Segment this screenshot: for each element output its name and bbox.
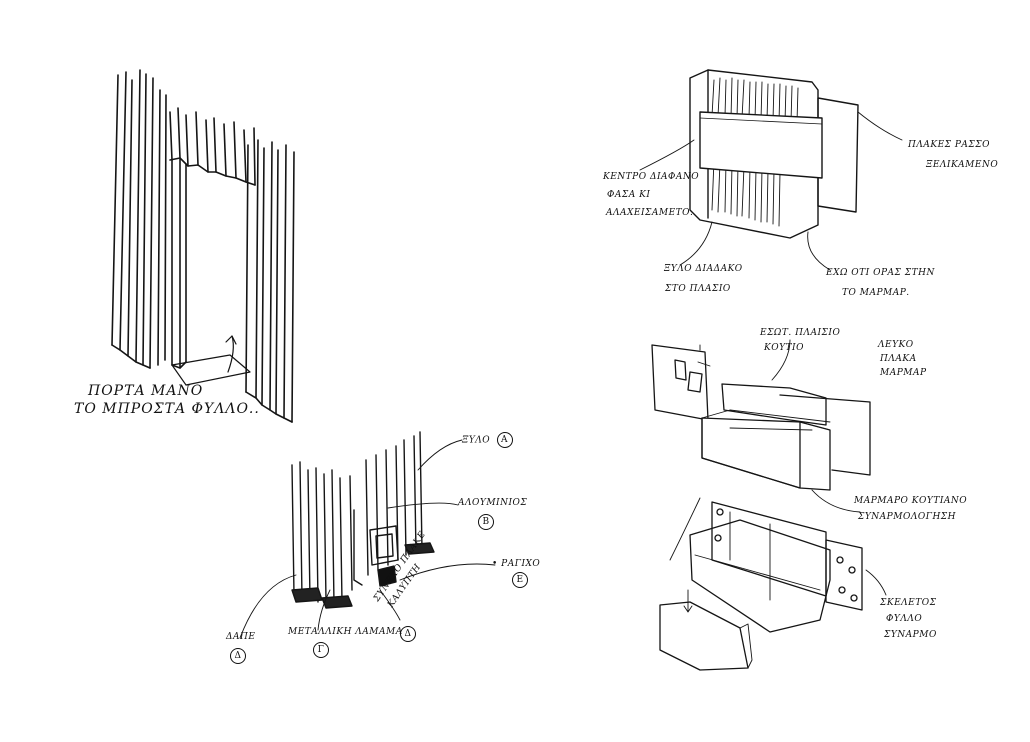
door-caption-line-1: ΠΟΡΤΑ ΜΑΝΟ [88,383,204,399]
label-wood-frame-2: ΣΤΟ ΠΛΑΣΙΟ [665,284,731,294]
label-plate-text: ΜΕΤΑΛΛΙΚΗ ΛΑΜΑΜΑ [288,627,403,637]
label-plates-1: ΠΛΑΚΕΣ ΡΑΣΣΟ [908,140,991,150]
marker-a: A [496,432,513,448]
label-ground: ΔΑΠΕ [226,632,255,644]
marker-d2: Δ [400,626,416,642]
label-white-3: ΜΑΡΜΑΡ [880,368,927,378]
label-plates-2: ΞΕΛΙΚΑΜΕΝΟ [926,160,999,170]
label-plate: ΜΕΤΑΛΛΙΚΗ ΛΑΜΑΜΑ [288,627,403,639]
label-rail-text: • ΡΑΓΙΧΟ [492,559,541,569]
marker-e-wrap: E [512,572,528,588]
label-skeleton-3: ΣΥΝΑΡΜΟ [884,630,937,640]
marker-b: B [478,514,494,530]
marker-d-wrap: Δ [230,648,246,664]
label-box-2: ΣΥΝΑΡΜΟΛΟΓΗΣΗ [858,512,957,522]
label-white-1: ΛΕΥΚΟ [878,340,914,350]
label-wood: ΞΥΛΟ A [462,432,513,448]
label-skeleton-2: ΦΥΛΛΟ [886,614,923,624]
label-white-2: ΠΛΑΚΑ [880,354,917,364]
door-caption-line-2: ΤΟ ΜΠΡΟΣΤΑ ΦΥΛΛΟ.. [74,401,260,417]
block-assembly-sketch [639,69,903,271]
slat-door-sketch [111,69,295,423]
label-core-2: ΦΑΣΑ ΚΙ [607,190,651,200]
label-core-3: ΑΛΑΧΕΙΣΑΜΕΤΟ. [606,208,694,218]
marker-d2-wrap: Δ [400,626,416,642]
label-core-1: ΚΕΝΤΡΟ ΔΙΑΦΑΝΟ [603,172,700,182]
marker-g: Γ [313,642,329,658]
marker-e: E [512,572,528,588]
label-inner-frame-2: ΚΟΥΤΙΟ [764,343,804,353]
exploded-assembly-sketch [651,339,887,671]
label-skeleton-1: ΣΚΕΛΕΤΟΣ [880,598,937,608]
label-box-1: ΜΑΡΜΑΡΟ ΚΟΥΤΙΑΝΟ [854,496,968,506]
label-aluminium-text: ΑΛΟΥΜΙΝΙΟΣ [458,498,528,508]
label-wood-text: ΞΥΛΟ [462,435,491,446]
marker-b-wrap: B [478,514,494,530]
label-aluminium: ΑΛΟΥΜΙΝΙΟΣ [458,498,527,510]
marker-d: Δ [230,648,246,664]
hinge-detail-sketch [239,431,496,639]
label-wood-frame-1: ΞΥΛΟ ΔΙΑΔΑΚΟ [664,264,743,274]
marker-g-wrap: Γ [313,642,329,658]
label-ground-text: ΔΑΠΕ [226,632,256,642]
label-rail: • ΡΑΓΙΧΟ [492,559,540,571]
label-marble-2: ΤΟ ΜΑΡΜΑΡ. [842,288,910,298]
label-marble-1: ΕΧΩ ΟΤΙ ΟΡΑΣ ΣΤΗΝ [826,268,935,278]
label-inner-frame-1: ΕΣΩΤ. ΠΛΑΙΣΙΟ [760,328,841,338]
